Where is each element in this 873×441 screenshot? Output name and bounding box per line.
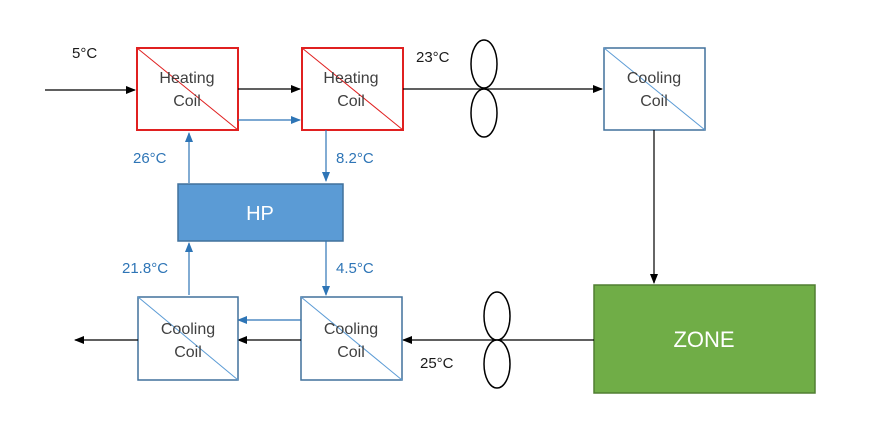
heat-pump-label: HP: [246, 203, 274, 225]
coil-diagonal-icon: [603, 47, 706, 131]
coil-label-line2: Coil: [337, 344, 365, 361]
coil-label-line1: Heating: [323, 70, 378, 87]
return-temp-label: 25°C: [420, 355, 454, 372]
coil-label-line1: Cooling: [324, 321, 378, 338]
hp-return-temp-label: 8.2°C: [336, 150, 374, 167]
coil-label-line2: Coil: [173, 93, 201, 110]
heating-coil-2: Heating Coil: [301, 47, 404, 131]
coil-label-line1: Heating: [159, 70, 214, 87]
coil-label-line1: Cooling: [161, 321, 215, 338]
evap-in-temp-label: 21.8°C: [122, 260, 168, 277]
heat-pump-box: HP: [177, 183, 344, 242]
coil-label-line1: Cooling: [627, 70, 681, 87]
cooling-coil-4: Cooling Coil: [137, 296, 239, 381]
coil-diagonal-icon: [137, 296, 239, 381]
return-fan-icon: [483, 291, 511, 389]
supply-fan-icon: [470, 39, 498, 138]
hp-supply-temp-label: 26°C: [133, 150, 167, 167]
coil-diagonal-icon: [300, 296, 403, 381]
cooling-coil-5: Cooling Coil: [300, 296, 403, 381]
cooling-coil-3: Cooling Coil: [603, 47, 706, 131]
coil-label-line2: Coil: [174, 344, 202, 361]
inlet-temp-label: 5°C: [72, 45, 97, 62]
zone-label: ZONE: [673, 327, 734, 352]
evap-out-temp-label: 4.5°C: [336, 260, 374, 277]
zone-box: ZONE: [593, 284, 816, 394]
coil-label-line2: Coil: [640, 93, 668, 110]
coil-diagonal-icon: [301, 47, 404, 131]
heating-coil-1: Heating Coil: [136, 47, 239, 131]
coil-diagonal-icon: [136, 47, 239, 131]
after-heating-temp-label: 23°C: [416, 49, 450, 66]
coil-label-line2: Coil: [337, 93, 365, 110]
